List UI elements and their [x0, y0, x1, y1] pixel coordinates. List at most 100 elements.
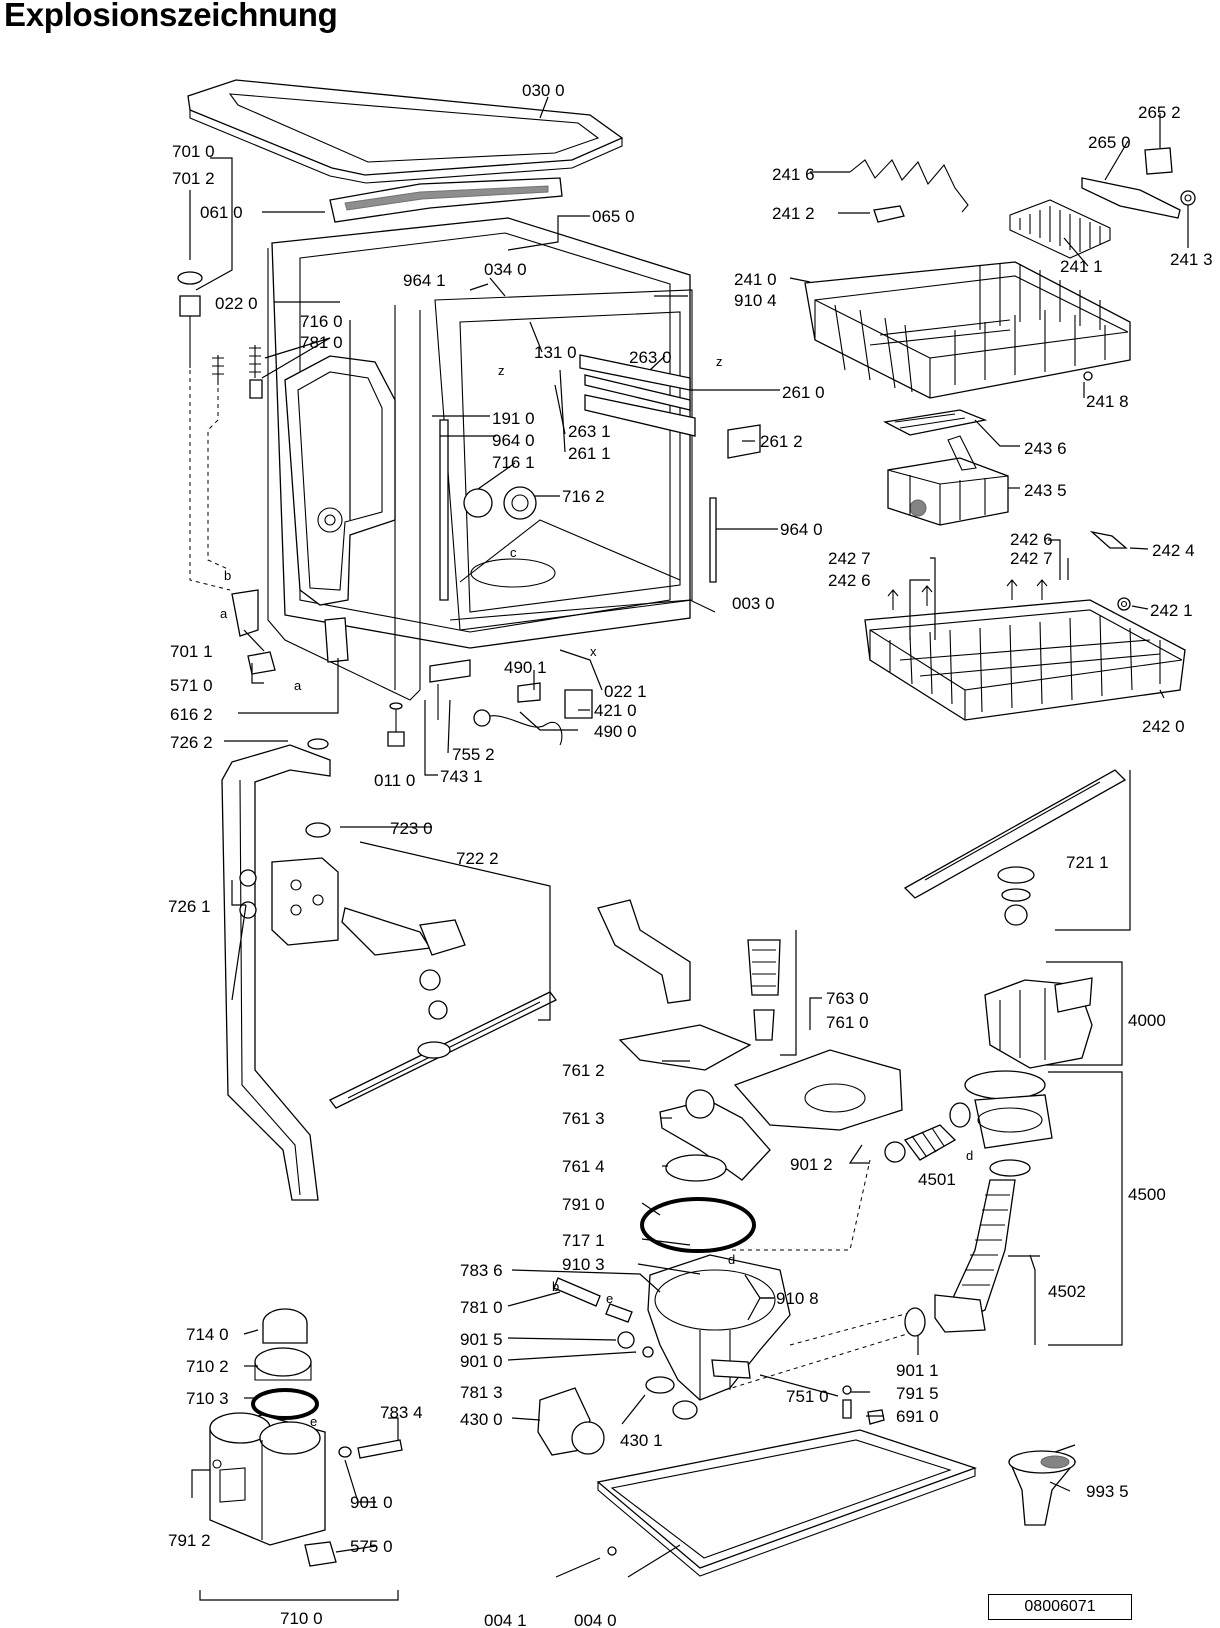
label-726-1: 726 1 [168, 897, 211, 916]
label-065-0: 065 0 [592, 207, 635, 226]
label-241-2: 241 2 [772, 204, 815, 223]
letter-x: x [590, 644, 597, 659]
label-430-0: 430 0 [460, 1410, 503, 1429]
label-191-0: 191 0 [492, 409, 535, 428]
part-labels: 030 0 701 0 701 2 061 0 065 0 022 0 034 … [168, 81, 1213, 1628]
page-title: Explosionszeichnung [4, 0, 338, 33]
letter-c: c [510, 545, 517, 560]
label-901-0-softener: 901 0 [350, 1493, 393, 1512]
leader-lines [189, 96, 1189, 1578]
label-241-1: 241 1 [1060, 257, 1103, 276]
label-964-0-right: 964 0 [780, 520, 823, 539]
label-030-0: 030 0 [522, 81, 565, 100]
label-242-4: 242 4 [1152, 541, 1195, 560]
label-265-0: 265 0 [1088, 133, 1131, 152]
label-723-0: 723 0 [390, 819, 433, 838]
letter-b: b [224, 568, 231, 583]
label-993-5: 993 5 [1086, 1482, 1129, 1501]
label-716-1: 716 1 [492, 453, 535, 472]
document-number: 08006071 [988, 1594, 1132, 1620]
label-430-1: 430 1 [620, 1431, 663, 1450]
label-242-7-top: 242 7 [1010, 549, 1053, 568]
upper-basket-part [804, 147, 1196, 399]
label-714-0: 714 0 [186, 1325, 229, 1344]
water-duct-part [221, 738, 339, 1201]
label-901-0-sump: 901 0 [460, 1352, 503, 1371]
label-701-0: 701 0 [172, 142, 215, 161]
label-575-0: 575 0 [350, 1537, 393, 1556]
letter-a: a [220, 606, 228, 621]
label-265-2: 265 2 [1138, 103, 1181, 122]
sump-filter-part [537, 899, 921, 1456]
label-490-0: 490 0 [594, 722, 637, 741]
label-710-3: 710 3 [186, 1389, 229, 1408]
label-263-0: 263 0 [629, 348, 672, 367]
label-716-0: 716 0 [300, 312, 343, 331]
label-783-6: 783 6 [460, 1261, 503, 1280]
label-781-0: 781 0 [300, 333, 343, 352]
label-761-3: 761 3 [562, 1109, 605, 1128]
label-242-7: 242 7 [828, 549, 871, 568]
label-490-1: 490 1 [504, 658, 547, 677]
label-243-6: 243 6 [1024, 439, 1067, 458]
label-242-0: 242 0 [1142, 717, 1185, 736]
letter-d: d [728, 1252, 735, 1267]
base-plate-part [596, 1429, 977, 1577]
insulation-mat-part [329, 177, 563, 223]
label-751-0: 751 0 [786, 1387, 829, 1406]
label-910-4: 910 4 [734, 291, 777, 310]
letter-a: a [294, 678, 302, 693]
label-901-2: 901 2 [790, 1155, 833, 1174]
label-022-1: 022 1 [604, 682, 647, 701]
tub-frame-part [267, 217, 761, 701]
label-722-2: 722 2 [456, 849, 499, 868]
label-571-0: 571 0 [170, 676, 213, 695]
label-261-0: 261 0 [782, 383, 825, 402]
label-242-6-top: 242 6 [1010, 530, 1053, 549]
water-softener-part [199, 1308, 403, 1601]
label-964-0: 964 0 [492, 431, 535, 450]
label-964-1: 964 1 [403, 271, 446, 290]
label-726-2: 726 2 [170, 733, 213, 752]
label-4500: 4500 [1128, 1185, 1166, 1204]
letter-z: z [498, 363, 505, 378]
lower-basket-part [864, 530, 1186, 721]
label-4501: 4501 [918, 1170, 956, 1189]
reference-letters: b a a c x z z d d b e e [220, 354, 973, 1429]
label-710-2: 710 2 [186, 1357, 229, 1376]
letter-d: d [966, 1148, 973, 1163]
label-241-3: 241 3 [1170, 250, 1213, 269]
label-034-0: 034 0 [484, 260, 527, 279]
label-241-8: 241 8 [1086, 392, 1129, 411]
letter-z: z [716, 354, 723, 369]
label-004-1: 004 1 [484, 1611, 527, 1628]
label-710-0: 710 0 [280, 1609, 323, 1628]
label-061-0: 061 0 [200, 203, 243, 222]
label-901-1: 901 1 [896, 1361, 939, 1380]
label-716-2: 716 2 [562, 487, 605, 506]
label-721-1: 721 1 [1066, 853, 1109, 872]
label-763-0: 763 0 [826, 989, 869, 1008]
letter-b: b [552, 1279, 559, 1294]
label-743-1: 743 1 [440, 767, 483, 786]
label-761-0: 761 0 [826, 1013, 869, 1032]
label-242-1: 242 1 [1150, 601, 1193, 620]
label-717-1: 717 1 [562, 1231, 605, 1250]
label-691-0: 691 0 [896, 1407, 939, 1426]
label-241-0: 241 0 [734, 270, 777, 289]
letter-e: e [606, 1291, 613, 1306]
label-4000: 4000 [1128, 1011, 1166, 1030]
label-901-5: 901 5 [460, 1330, 503, 1349]
label-781-3: 781 3 [460, 1383, 503, 1402]
label-616-2: 616 2 [170, 705, 213, 724]
label-791-5: 791 5 [896, 1384, 939, 1403]
label-243-5: 243 5 [1024, 481, 1067, 500]
heater-pipe-assembly-part [884, 961, 1123, 1346]
label-011-0: 011 0 [374, 771, 415, 790]
lower-spray-arm-part [329, 841, 557, 1109]
label-003-0: 003 0 [732, 594, 775, 613]
cutlery-basket-part [882, 409, 1009, 526]
label-783-4: 783 4 [380, 1403, 423, 1422]
label-241-6: 241 6 [772, 165, 815, 184]
